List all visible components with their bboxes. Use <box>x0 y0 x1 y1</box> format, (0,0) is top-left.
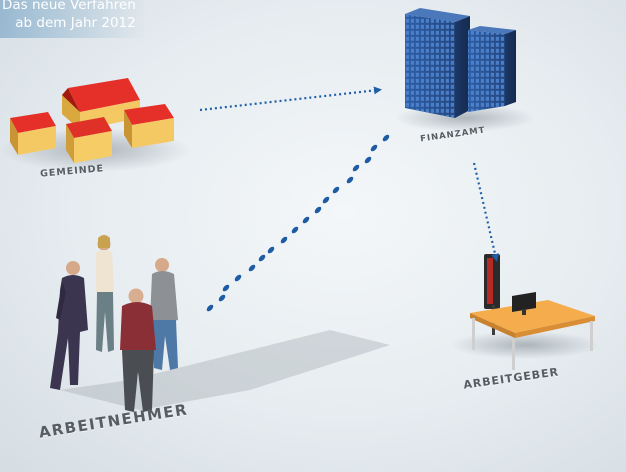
arrow-finanzamt-arbeitgeber <box>472 162 499 262</box>
caption-line-1: Das neue Verfahren <box>2 0 136 13</box>
caption-line-2: ab dem Jahr 2012 <box>15 15 136 31</box>
finanzamt-building <box>395 8 535 132</box>
arrow-gemeinde-finanzamt <box>199 86 382 112</box>
arbeitgeber-desk <box>450 254 600 370</box>
houses-group <box>0 78 190 172</box>
person-woman <box>96 235 114 352</box>
footprints-trail <box>206 134 390 312</box>
arbeitnehmer-group <box>50 235 390 412</box>
person-suit <box>50 261 88 390</box>
arrows-group <box>199 86 499 262</box>
person-grey <box>150 258 178 370</box>
person-old <box>120 288 156 412</box>
caption-box: Das neue Verfahren ab dem Jahr 2012 <box>0 0 146 38</box>
